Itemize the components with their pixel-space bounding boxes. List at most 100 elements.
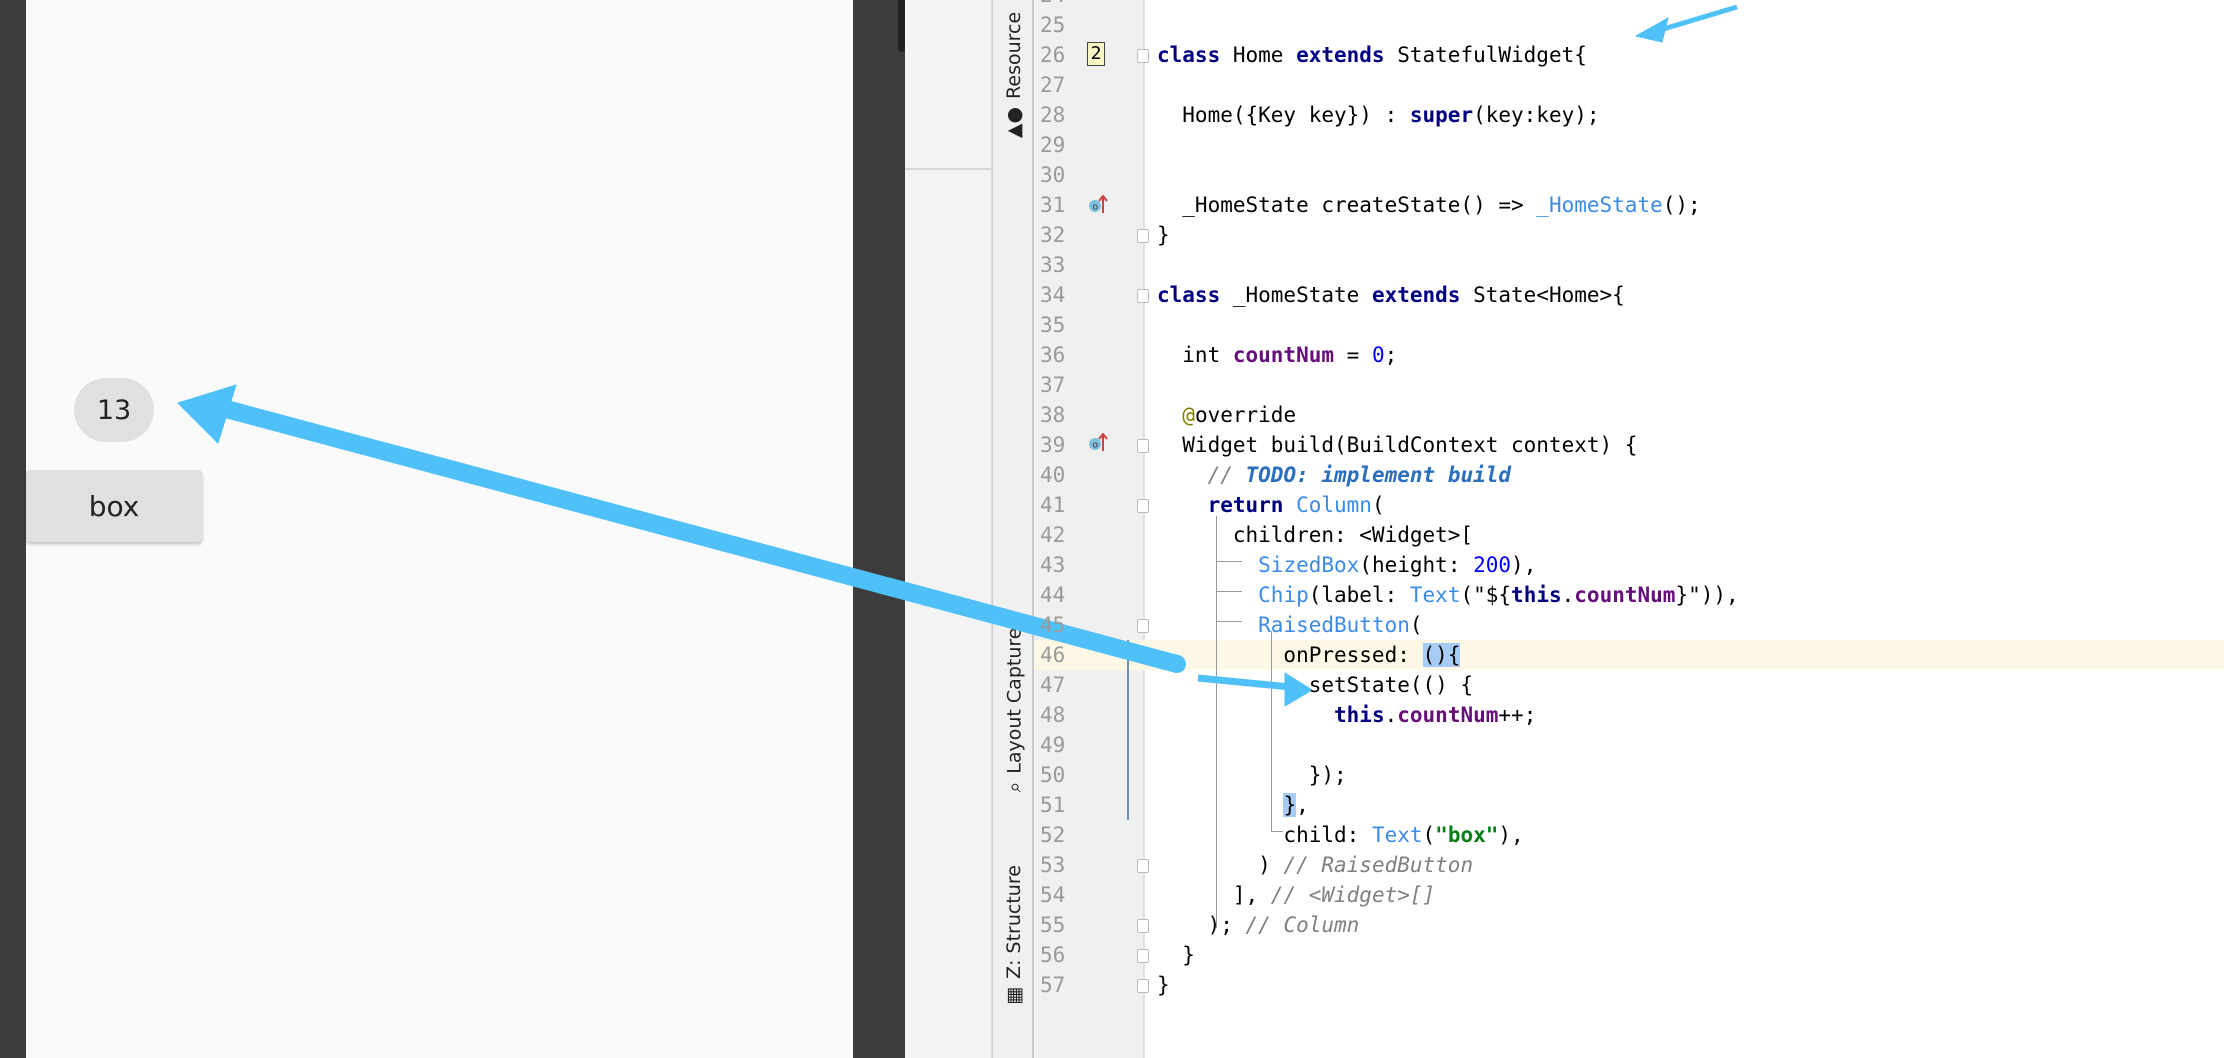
code-token: countNum	[1397, 703, 1499, 727]
code-text: this.countNum++;	[1157, 700, 2217, 730]
fold-close-icon[interactable]	[1137, 859, 1149, 873]
code-token: ),	[1498, 823, 1524, 847]
code-token: Home({Key key}) :	[1157, 103, 1410, 127]
fold-open-icon[interactable]	[1137, 619, 1149, 633]
code-token: onPressed:	[1157, 643, 1423, 667]
fold-close-icon[interactable]	[1137, 949, 1149, 963]
code-token: );	[1157, 913, 1246, 937]
code-token: (label:	[1308, 583, 1410, 607]
code-token: child:	[1157, 823, 1372, 847]
tool-tab-layout-captures[interactable]: ⌕Layout Captures	[993, 590, 1035, 820]
code-text: Chip(label: Text("${this.countNum}")),	[1157, 580, 2217, 610]
line-number: 55	[1040, 913, 1066, 937]
warning-badge[interactable]: 2	[1087, 42, 1105, 66]
line-number: 37	[1040, 373, 1066, 397]
code-token	[1157, 403, 1182, 427]
line-number: 56	[1040, 943, 1066, 967]
code-token: ),	[1511, 553, 1537, 577]
code-token	[1157, 553, 1258, 577]
code-token: ],	[1157, 883, 1271, 907]
fold-open-icon[interactable]	[1137, 499, 1149, 513]
line-number: 28	[1040, 103, 1066, 127]
code-token: (height:	[1359, 553, 1474, 577]
code-text: });	[1157, 760, 2217, 790]
svg-text:o: o	[1093, 441, 1099, 451]
code-text: ); // Column	[1157, 910, 2217, 940]
fold-open-icon[interactable]	[1137, 439, 1149, 453]
fold-close-icon[interactable]	[1137, 229, 1149, 243]
code-token: children: <Widget>[	[1157, 523, 1474, 547]
chip-label: 13	[96, 394, 132, 426]
code-text	[1157, 10, 2217, 40]
code-token: return	[1207, 493, 1284, 517]
code-text: Home({Key key}) : super(key:key);	[1157, 100, 2217, 130]
code-text: }	[1157, 940, 2217, 970]
code-text	[1157, 310, 2217, 340]
line-number: 45	[1040, 613, 1066, 637]
code-token: (	[1409, 613, 1423, 637]
line-number: 26	[1040, 43, 1066, 67]
indent-guide	[1216, 561, 1242, 562]
line-number: 32	[1040, 223, 1066, 247]
code-token: 0	[1371, 343, 1385, 367]
fold-open-icon[interactable]	[1137, 289, 1149, 303]
line-number: 27	[1040, 73, 1066, 97]
line-number: 35	[1040, 313, 1066, 337]
fold-close-icon[interactable]	[1137, 919, 1149, 933]
scrollbar[interactable]	[898, 0, 905, 52]
line-number: 52	[1040, 823, 1066, 847]
line-number: 46	[1040, 643, 1066, 667]
panel-divider	[905, 0, 992, 170]
code-text: @override	[1157, 400, 2217, 430]
code-token: // <Widget>[]	[1270, 883, 1436, 907]
code-line[interactable]	[1034, 640, 2224, 670]
code-token: countNum	[1574, 583, 1676, 607]
line-number: 42	[1040, 523, 1066, 547]
code-token: setState(() {	[1157, 673, 1474, 697]
line-number: 50	[1040, 763, 1066, 787]
fold-open-icon[interactable]	[1137, 49, 1149, 63]
line-number: 34	[1040, 283, 1066, 307]
structure-icon: ▦	[1003, 986, 1026, 1005]
code-token: 200	[1473, 553, 1512, 577]
code-editor[interactable]	[1145, 0, 2224, 1058]
tool-tab-resource-manager[interactable]: ▲●Resource	[993, 0, 1035, 150]
code-token: int	[1157, 343, 1233, 367]
code-token: }	[1283, 793, 1297, 817]
line-number: 31	[1040, 193, 1066, 217]
line-number: 54	[1040, 883, 1066, 907]
line-number: 53	[1040, 853, 1066, 877]
tool-tab-structure[interactable]: ▦ Z: Structure	[993, 850, 1035, 1020]
line-number: 36	[1040, 343, 1066, 367]
code-text: }	[1157, 970, 2217, 1000]
code-token: @	[1182, 403, 1195, 427]
code-token: extends	[1371, 283, 1461, 307]
code-token	[1157, 793, 1283, 817]
code-token: Chip	[1258, 583, 1309, 607]
svg-text:o: o	[1093, 203, 1099, 213]
code-token: class	[1157, 283, 1221, 307]
override-method-icon[interactable]: o	[1088, 194, 1108, 215]
side-panel	[905, 0, 992, 1058]
code-token: extends	[1296, 43, 1385, 67]
code-token: ,	[1296, 793, 1309, 817]
fold-close-icon[interactable]	[1137, 979, 1149, 993]
code-token: super	[1409, 103, 1474, 127]
code-token: ++;	[1498, 703, 1537, 727]
code-token	[1283, 493, 1296, 517]
code-text: ], // <Widget>[]	[1157, 880, 2217, 910]
code-token: RaisedButton	[1258, 613, 1410, 637]
code-text	[1157, 250, 2217, 280]
code-text: Widget build(BuildContext context) {	[1157, 430, 2217, 460]
code-text: // TODO: implement build	[1157, 460, 2217, 490]
indent-guide	[1216, 591, 1242, 592]
line-number: 38	[1040, 403, 1066, 427]
count-chip: 13	[74, 378, 154, 442]
box-button[interactable]: box	[26, 470, 202, 542]
app-preview-screen: 13 box	[26, 0, 853, 1058]
tool-tab-label: Z: Structure	[1003, 865, 1026, 979]
code-token: (){	[1422, 643, 1461, 667]
line-number: 57	[1040, 973, 1066, 997]
override-method-icon[interactable]: o	[1088, 432, 1108, 453]
code-text: class Home extends StatefulWidget{	[1157, 40, 2217, 70]
